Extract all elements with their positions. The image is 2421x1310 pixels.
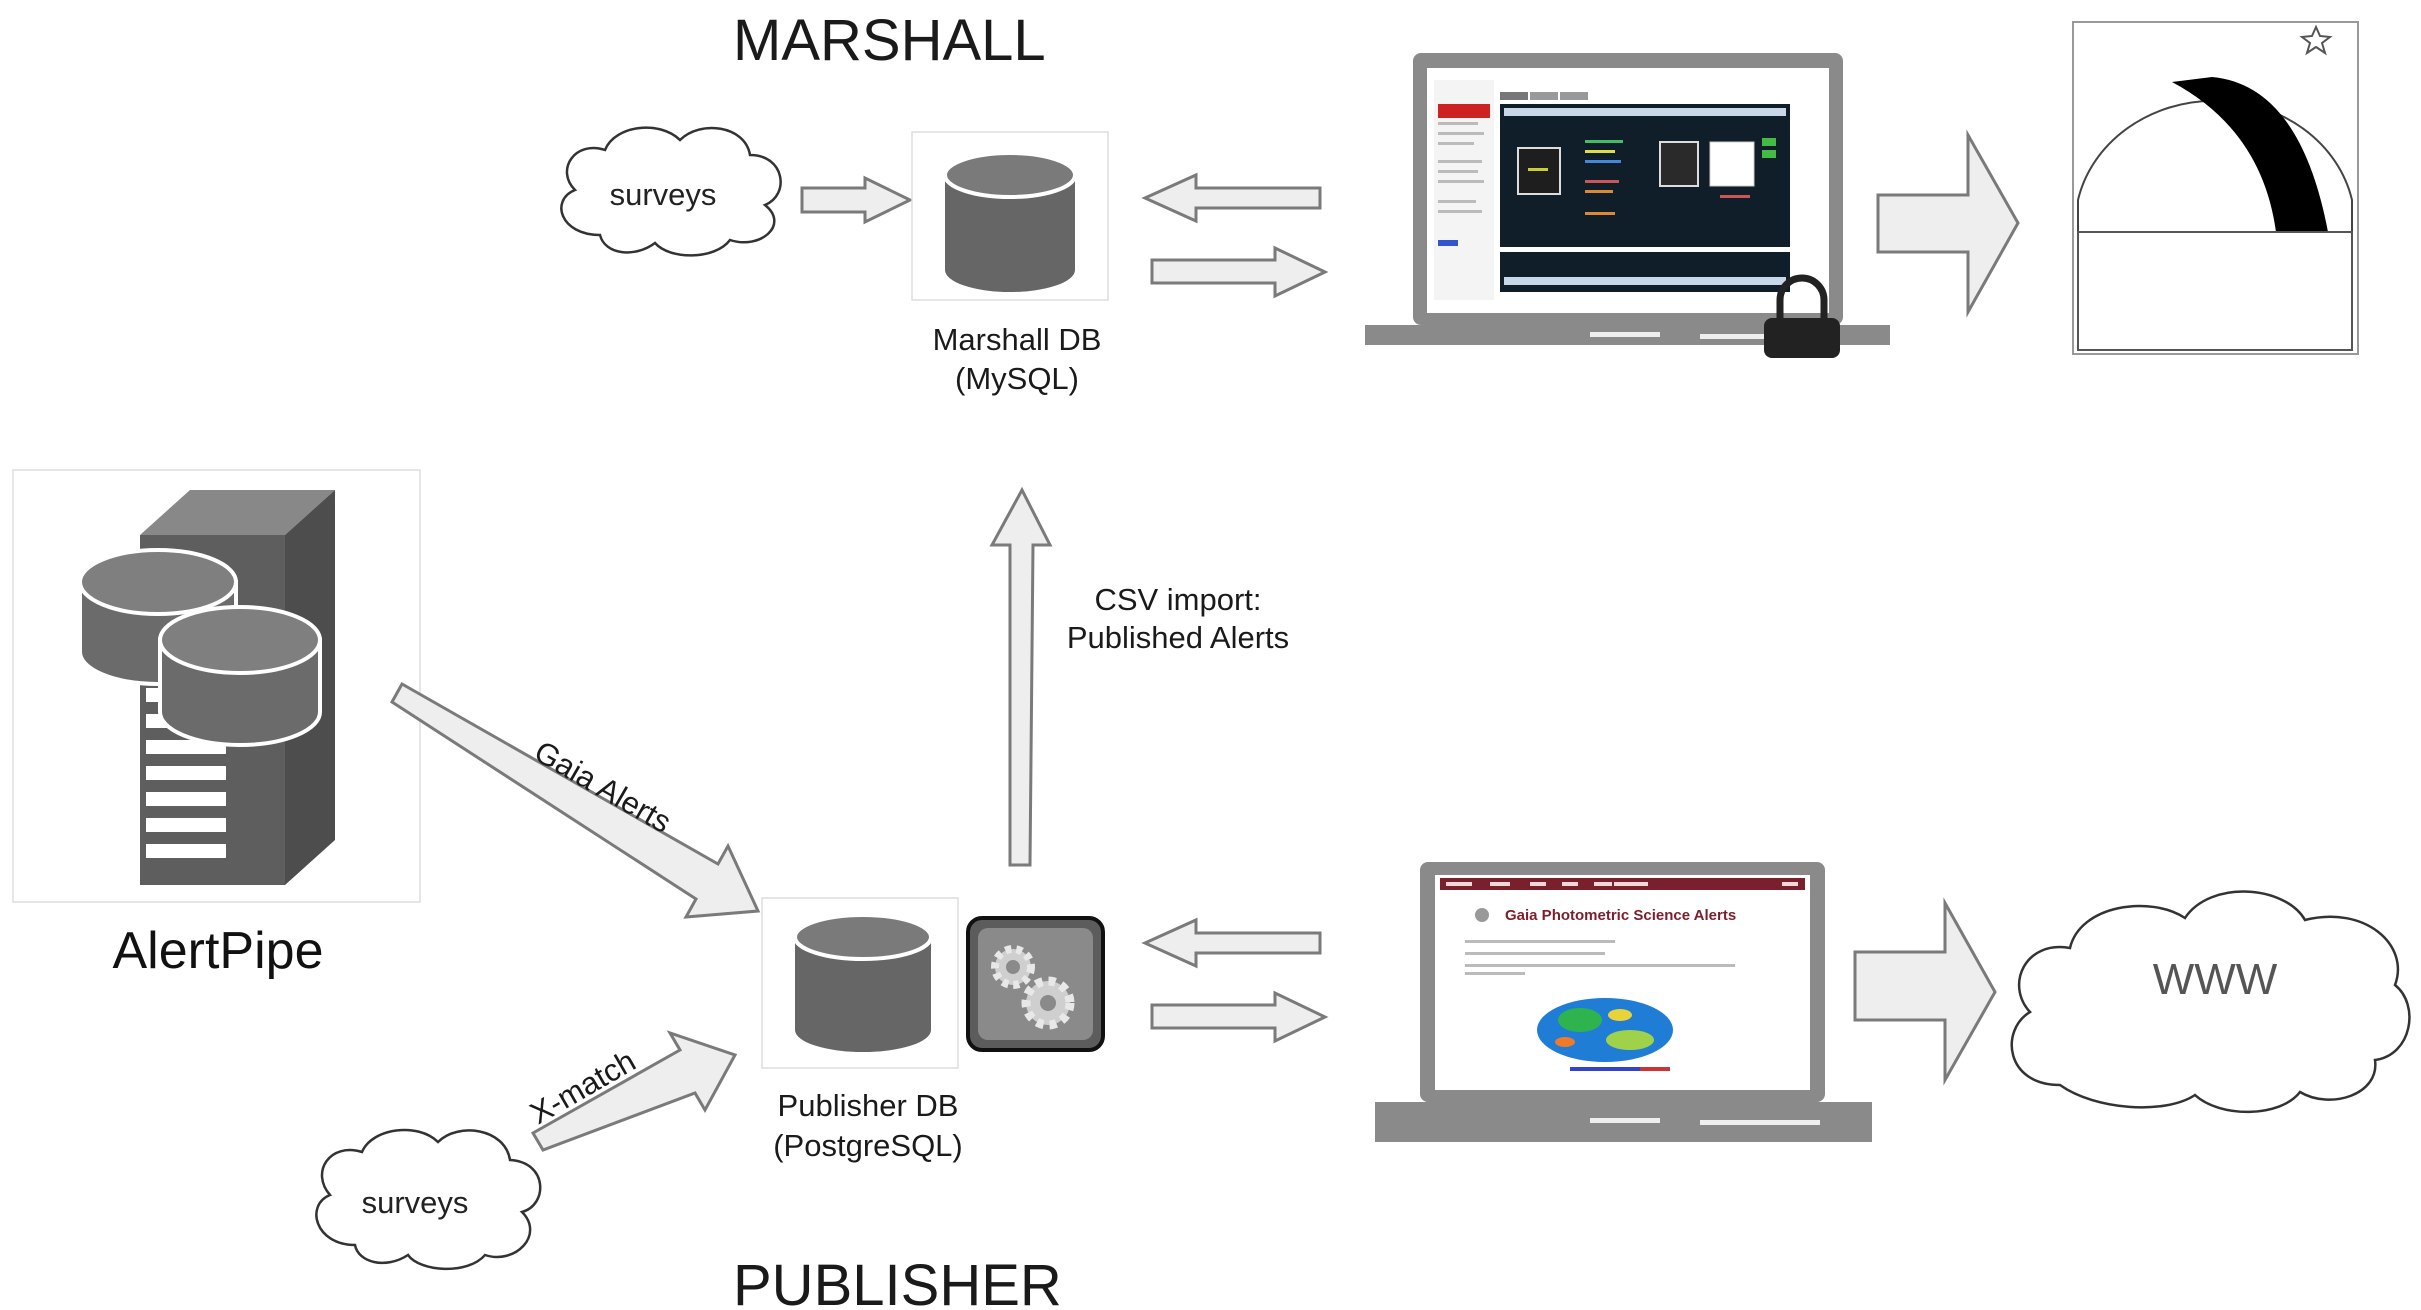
arrow-xmatch <box>530 1030 738 1152</box>
arrow-laptop-to-publisher-db <box>1141 917 1322 969</box>
surveys-cloud-bottom: surveys <box>315 1128 542 1271</box>
database-icon <box>793 913 933 1052</box>
cloud-icon <box>2010 890 2411 1114</box>
csv-import-line1: CSV import: <box>1094 582 1261 617</box>
marshall-title: MARSHALL <box>733 8 1046 73</box>
database-icon <box>943 151 1077 292</box>
publisher-screen: Gaia Photometric Science Alerts <box>1440 878 1805 1071</box>
publisher-db-engine: (PostgreSQL) <box>773 1128 963 1163</box>
padlock-icon <box>1764 274 1840 358</box>
gears-icon <box>966 916 1105 1052</box>
publisher-db-node: Publisher DB (PostgreSQL) <box>761 897 1105 1163</box>
www-cloud: WWW <box>2010 890 2411 1114</box>
arrow-csv-import <box>989 486 1053 867</box>
marshall-laptop <box>1365 53 1890 358</box>
publisher-laptop: Gaia Photometric Science Alerts <box>1375 862 1872 1142</box>
telescope-dome-node <box>2072 21 2359 355</box>
arrow-publisher-to-www <box>1853 897 1997 1086</box>
marshall-db-name: Marshall DB <box>933 322 1102 357</box>
star-icon <box>2299 24 2333 56</box>
cloud-icon <box>315 1128 542 1271</box>
arrow-laptop-to-marshall-db <box>1141 172 1322 224</box>
alertpipe-label: AlertPipe <box>113 922 324 980</box>
telescope-dome-icon <box>2077 77 2353 351</box>
marshall-db-node: Marshall DB (MySQL) <box>911 131 1109 396</box>
surveys-bottom-label: surveys <box>362 1185 469 1220</box>
marshall-db-engine: (MySQL) <box>955 361 1079 396</box>
surveys-top-label: surveys <box>610 177 717 212</box>
arrow-surveys-to-marshall-db <box>800 175 914 225</box>
arrow-marshall-to-telescope <box>1876 129 2020 318</box>
publisher-title: PUBLISHER <box>733 1253 1062 1310</box>
alertpipe-node: AlertPipe <box>12 469 421 980</box>
server-rack-icon <box>78 490 335 885</box>
arrow-gaia-alerts <box>390 681 761 919</box>
publisher-db-name: Publisher DB <box>778 1088 959 1123</box>
marshall-screen <box>1434 80 1790 300</box>
arrow-marshall-db-to-laptop <box>1150 245 1329 299</box>
cloud-icon <box>560 126 782 257</box>
csv-import-line2: Published Alerts <box>1067 620 1289 655</box>
publisher-page-title: Gaia Photometric Science Alerts <box>1505 907 1736 924</box>
www-label: WWW <box>2153 955 2278 1004</box>
surveys-cloud-top: surveys <box>560 126 782 257</box>
arrow-publisher-db-to-laptop <box>1150 990 1329 1044</box>
